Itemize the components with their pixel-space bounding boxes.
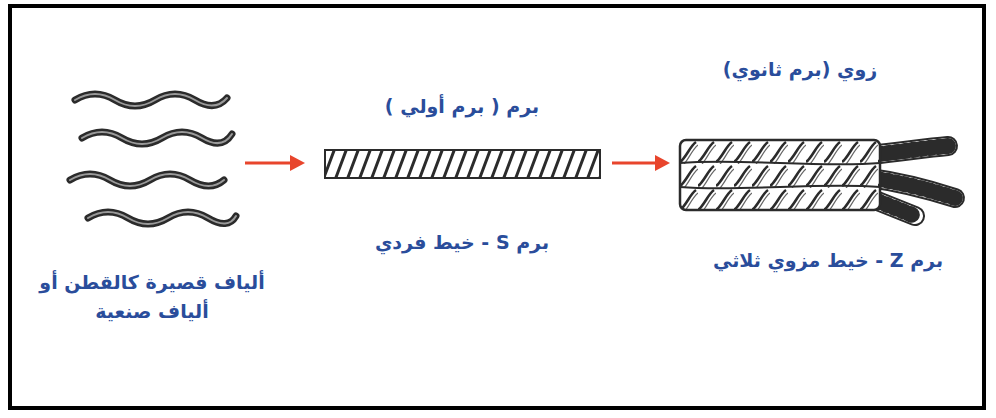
single-yarn [325, 150, 600, 178]
stage-heading: زوي (برم ثانوي) [723, 55, 877, 84]
fibres [70, 94, 236, 224]
yarn-caption: برم S - خيط فردي [375, 228, 549, 257]
ply-yarn [680, 140, 880, 210]
stage-heading: برم ( برم أولي ) [385, 92, 539, 121]
fibre-caption: ألياف قصيرة كالقطن أو ألياف صنعية [37, 268, 267, 327]
yarn-caption: برم Z - خيط مزوي ثلاثي [713, 246, 943, 275]
ply-strands [870, 146, 955, 216]
